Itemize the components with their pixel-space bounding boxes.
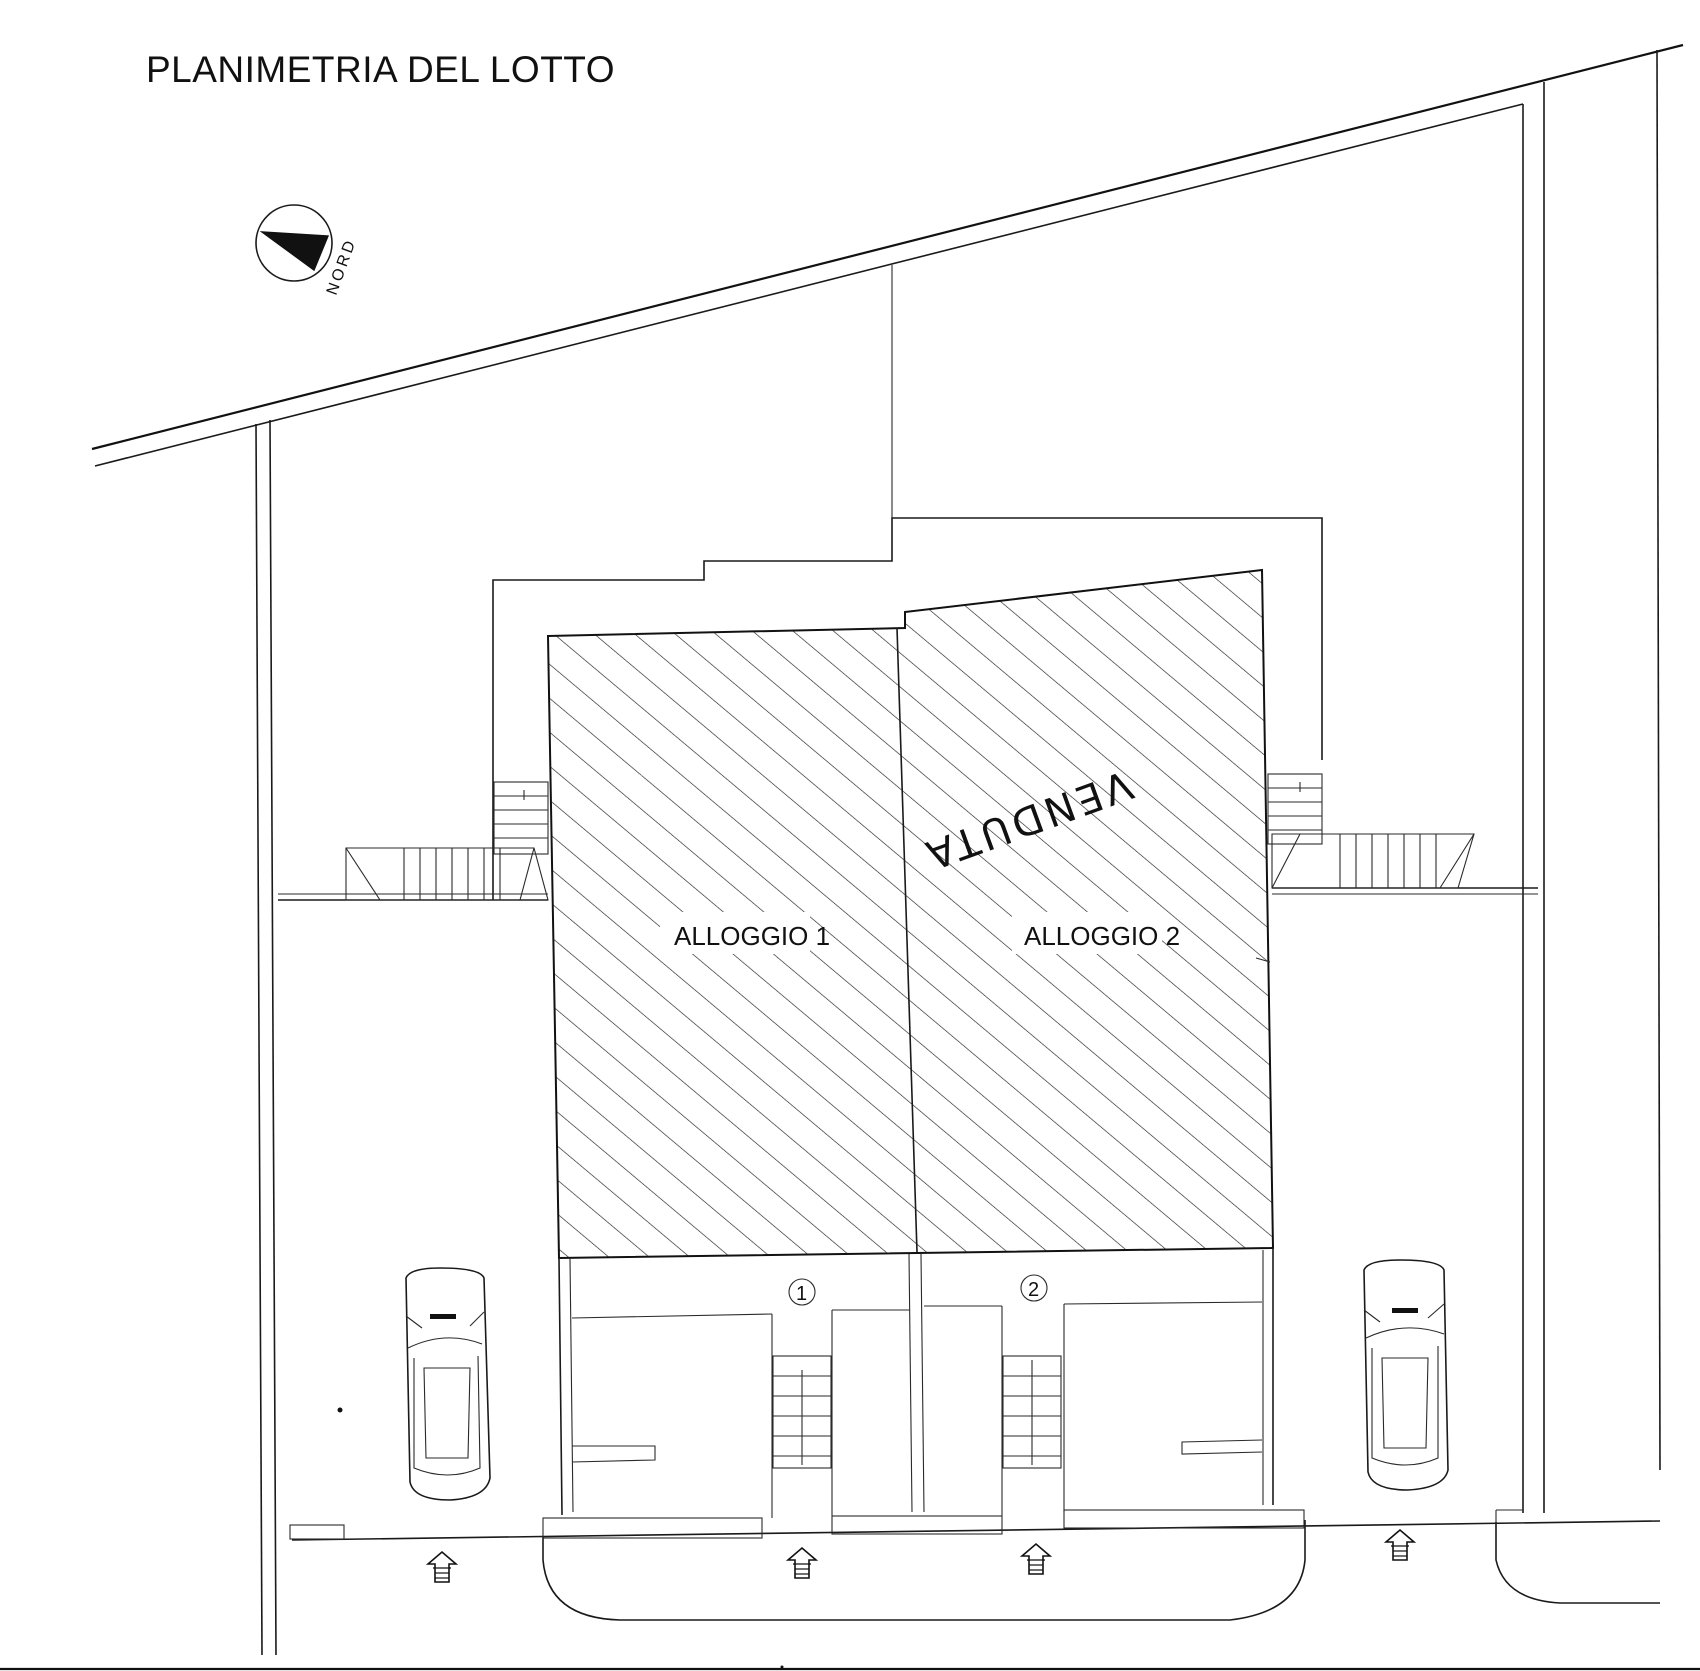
entrance-arrow-icon — [1385, 1529, 1415, 1561]
entrance-arrow-icon — [1021, 1543, 1051, 1575]
entrance-arrow-icon — [787, 1547, 817, 1579]
north-compass: NORD — [255, 204, 360, 297]
unit-1-number: 1 — [796, 1283, 807, 1305]
compass-label: NORD — [324, 236, 360, 297]
right-stairs — [1267, 773, 1475, 889]
unit-2-number: 2 — [1028, 1279, 1039, 1301]
unit-1-label: ALLOGGIO 1 — [674, 921, 830, 951]
car-left-icon — [405, 1267, 491, 1501]
lot-boundary — [0, 43, 1700, 1671]
building-footprint — [546, 568, 1275, 1260]
car-right-icon — [1363, 1259, 1449, 1491]
entrance-arrow-icon — [427, 1551, 457, 1583]
unit-1: ALLOGGIO 1 — [660, 912, 830, 954]
unit-2: ALLOGGIO 2 — [1012, 912, 1180, 954]
page-title: PLANIMETRIA DEL LOTTO — [146, 49, 615, 90]
ground-floor: 1 2 — [289, 1248, 1305, 1540]
left-stairs — [345, 781, 549, 901]
unit-2-label: ALLOGGIO 2 — [1024, 921, 1180, 951]
north-arrow-icon — [259, 231, 330, 272]
